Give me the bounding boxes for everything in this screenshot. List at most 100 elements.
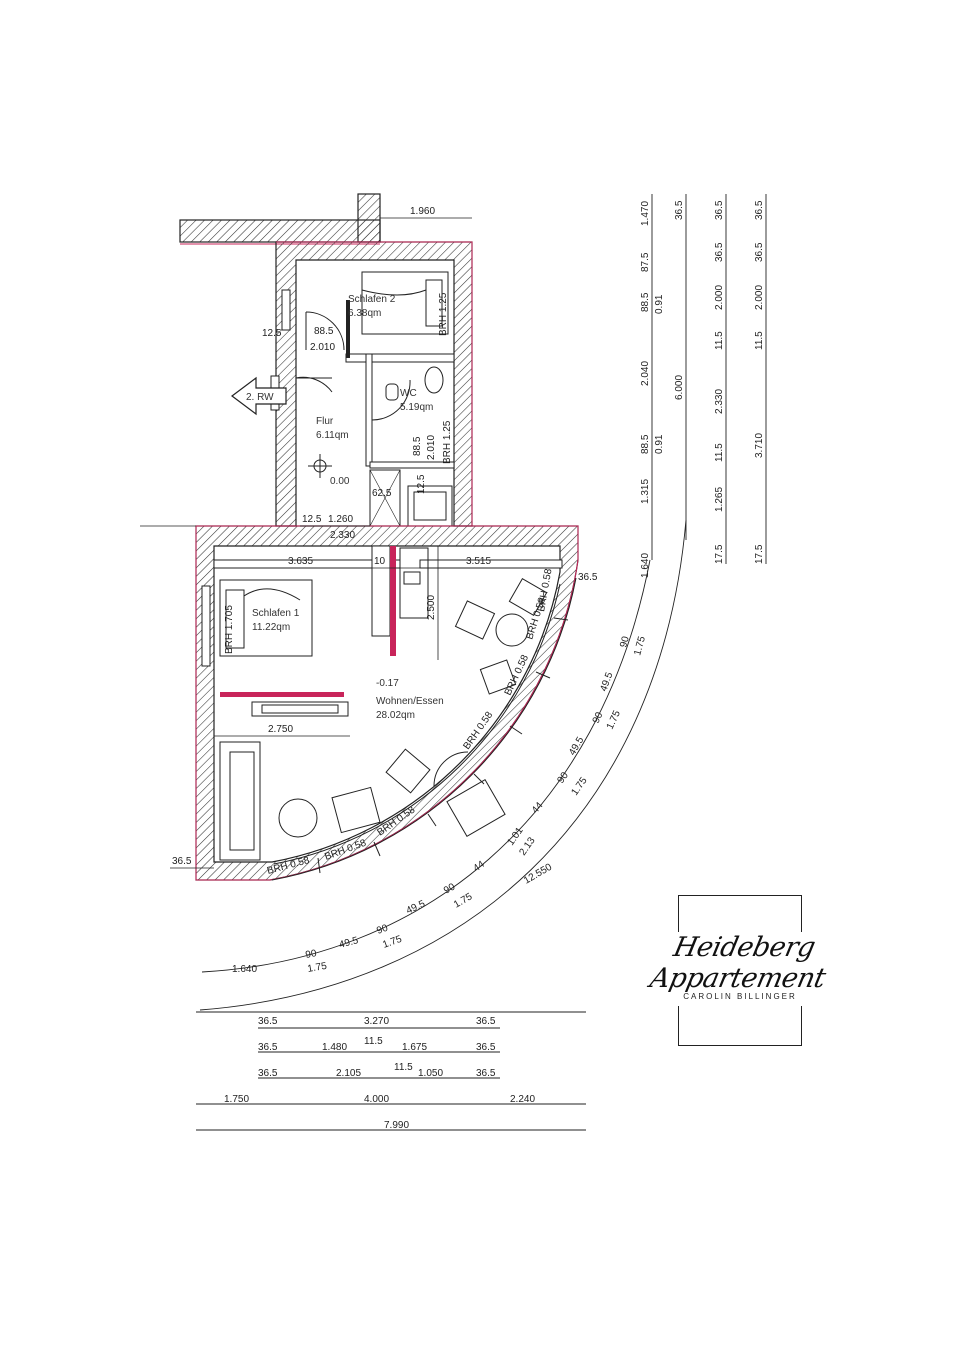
dim-label: 49.5: [567, 735, 586, 758]
dim-label: 3.710: [754, 433, 765, 458]
dim-label: 1.75: [605, 709, 623, 732]
room-name-schlafen1: Schlafen 1: [252, 608, 300, 619]
dim-label: 87.5: [640, 252, 651, 272]
dim-label: 36.5: [754, 200, 765, 220]
dim-label: 1.640: [640, 553, 651, 578]
dim-label: 12.5: [416, 474, 427, 494]
dim-label: 1.675: [402, 1042, 427, 1053]
curved-windows: [271, 577, 577, 881]
dim-label: BRH 1.25: [438, 292, 449, 336]
dim-label: 1.260: [328, 514, 353, 525]
room-name-schlafen2: Schlafen 2: [348, 294, 396, 305]
right-dimension-labels: 1.470 87.5 88.5 0.91 2.040 88.5 0.91 1.3…: [640, 200, 765, 578]
dim-label: 88.5: [314, 326, 334, 337]
dim-label: 3.270: [364, 1016, 389, 1027]
main-walls: [195, 525, 579, 881]
dim-label: 36.5: [172, 856, 192, 867]
bottom-dimension-lines: [196, 1011, 586, 1131]
dim-label: 1.75: [452, 891, 475, 910]
room-area-flur: 6.11qm: [316, 430, 349, 441]
bed-schlafen2: [361, 271, 449, 335]
dim-label: 2.010: [310, 342, 335, 353]
dim-label: 1.315: [640, 479, 651, 504]
room-area-schlafen2: 6.38qm: [348, 308, 381, 319]
arc-dimension-lines: [199, 519, 687, 1011]
wc-fixtures: [369, 366, 453, 527]
dim-label: 36.5: [258, 1016, 278, 1027]
dim-label: 1.75: [632, 635, 648, 657]
dim-label: 1.265: [714, 487, 725, 512]
dim-label: 1.75: [569, 775, 589, 798]
upper-wing-walls: [270, 241, 473, 527]
dim-label: 36.5: [476, 1016, 496, 1027]
dim-label: 11.5: [714, 443, 725, 462]
dim-label: 12.550: [522, 862, 554, 887]
logo-frame-bottom: [678, 1006, 802, 1046]
dim-label: 12.5: [302, 514, 322, 525]
dim-label: BRH 1.25: [442, 420, 453, 464]
dim-label: 49.5: [598, 671, 615, 693]
dim-label: 36.5: [258, 1068, 278, 1079]
dim-label: 2.105: [336, 1068, 361, 1079]
dim-label: BRH 1.705: [224, 605, 235, 654]
right-dimension-lines: [651, 194, 767, 564]
dim-label: 11.5: [364, 1036, 383, 1047]
dim-label: 90: [375, 923, 390, 937]
dim-label: 10: [374, 556, 386, 567]
dim-label: 2.330: [330, 530, 355, 541]
dim-label: 2.330: [714, 389, 725, 414]
dim-label: 11.5: [754, 331, 765, 350]
dim-label: 17.5: [714, 544, 725, 564]
dim-label: 88.5: [640, 434, 651, 454]
dim-label: 2.000: [714, 285, 725, 310]
logo-subtitle: CAROLIN BILLINGER: [660, 992, 820, 1001]
dim-label: 36.5: [754, 242, 765, 262]
dim-label: 7.990: [384, 1120, 409, 1131]
dim-label: 11.5: [714, 331, 725, 350]
dim-label: 12.5: [262, 328, 282, 339]
doors-upper: [295, 311, 411, 421]
dim-label: 88.5: [412, 436, 423, 456]
dim-label: 2.010: [426, 435, 437, 460]
kitchen-counter: [399, 547, 429, 619]
room-name-wohnen: Wohnen/Essen: [376, 696, 444, 707]
living-furniture: [219, 578, 548, 861]
room-area-wohnen: 28.02qm: [376, 710, 415, 721]
internal-dimension-lines: [140, 217, 560, 869]
bottom-dimension-labels: 36.5 3.270 36.5 36.5 1.480 11.5 1.675 36…: [224, 1016, 535, 1131]
dim-label: 49.5: [405, 898, 428, 916]
dim-label: 1.75: [381, 934, 403, 951]
dim-label: 1.480: [322, 1042, 347, 1053]
dim-label: 1.960: [410, 206, 435, 217]
dim-label: 62.5: [372, 488, 392, 499]
dim-label: 90: [442, 881, 458, 896]
dim-label: 6.000: [674, 375, 685, 400]
dim-label: 3.635: [288, 556, 313, 567]
dim-label: 1.050: [418, 1068, 443, 1079]
dim-label: 17.5: [754, 544, 765, 564]
dim-label: 36.5: [476, 1068, 496, 1079]
neighbor-wall: [179, 193, 381, 245]
dim-label: 36.5: [674, 200, 685, 220]
room-name-wc: WC: [400, 388, 417, 399]
dim-label: 36.5: [476, 1042, 496, 1053]
dim-label: 2.040: [640, 361, 651, 386]
bed-schlafen1: [219, 579, 313, 657]
dim-label: 0.91: [654, 294, 665, 314]
dim-label: 1.750: [224, 1094, 249, 1105]
dim-label: 11.5: [394, 1062, 413, 1073]
dim-label: 90: [305, 948, 318, 961]
dim-label: 0.91: [654, 434, 665, 454]
room-area-wc: 5.19qm: [400, 402, 433, 413]
dim-label: 36.5: [258, 1042, 278, 1053]
dim-label: 2.240: [510, 1094, 535, 1105]
dim-label: 90: [591, 710, 606, 725]
exit-label: 2. RW: [246, 392, 274, 403]
dim-label: 1.470: [640, 201, 651, 226]
exit-arrow-icon: [231, 376, 287, 416]
dim-label: 1.640: [232, 964, 257, 975]
level-marker-flur: [308, 454, 332, 478]
room-labels: Schlafen 2 6.38qm WC 5.19qm Flur 6.11qm …: [246, 294, 444, 721]
room-area-schlafen1: 11.22qm: [252, 622, 290, 633]
